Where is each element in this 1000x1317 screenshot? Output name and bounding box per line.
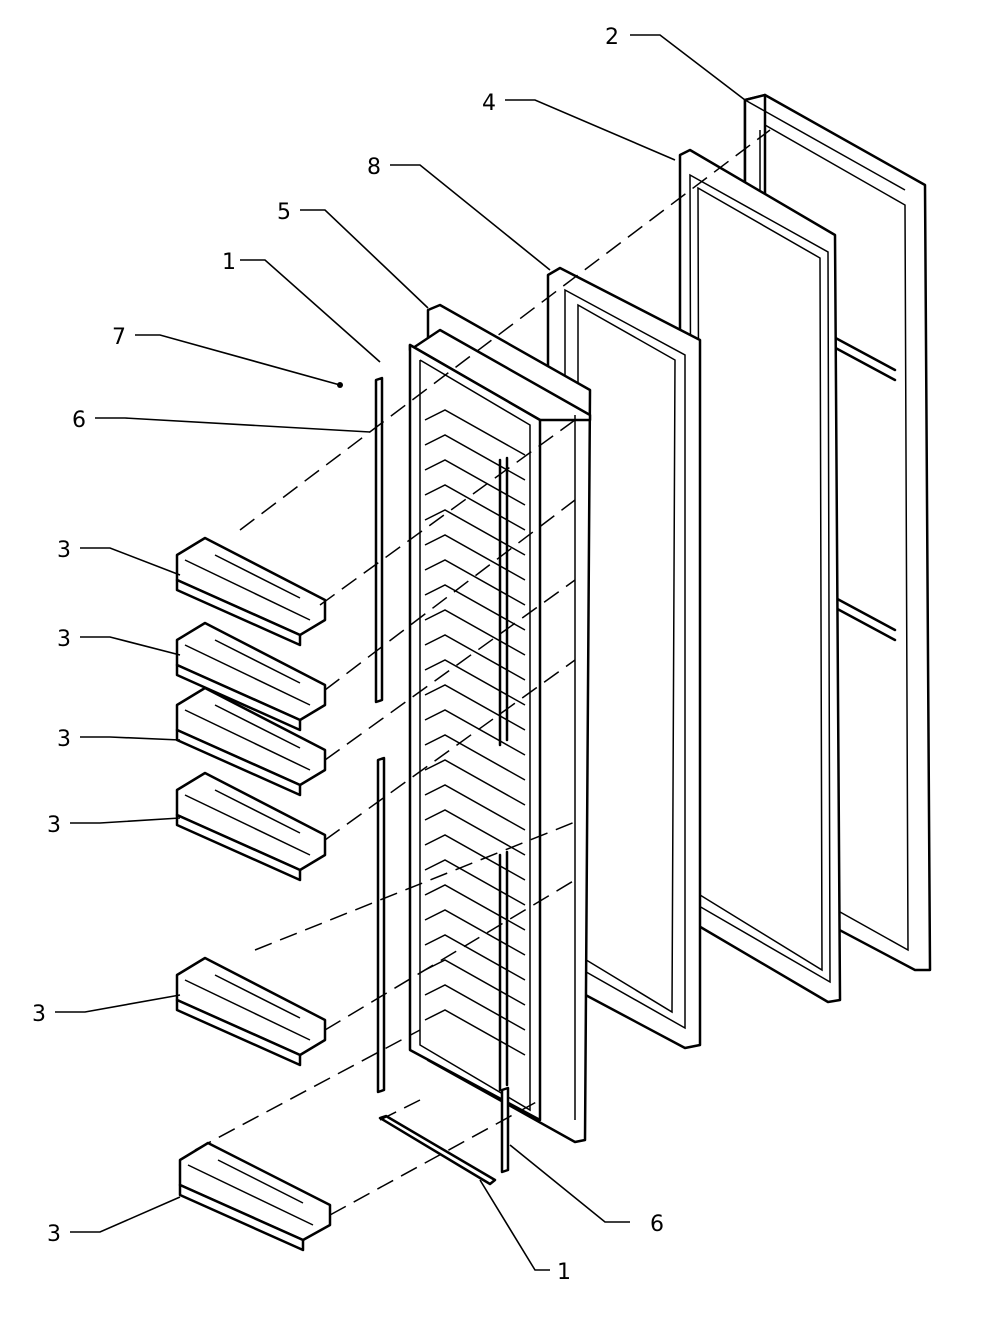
door-bin-4 [175, 771, 327, 882]
left-trim-strip-upper [374, 376, 384, 704]
door-bin-3 [175, 686, 327, 797]
callout-1-top: 1 [222, 250, 236, 275]
callout-5: 5 [277, 200, 291, 225]
callout-3-d: 3 [47, 813, 61, 838]
door-bin-5 [175, 956, 327, 1067]
callout-3-a: 3 [57, 538, 71, 563]
callout-4: 4 [482, 91, 496, 116]
callout-1-bottom: 1 [557, 1260, 571, 1285]
door-liner-main [408, 303, 592, 1144]
leader-lines [55, 34, 746, 1271]
bottom-trim-bar [378, 1114, 497, 1186]
callout-7: 7 [112, 325, 126, 350]
callout-3-b: 3 [57, 627, 71, 652]
callout-3-c: 3 [57, 727, 71, 752]
assembly-lines [194, 129, 771, 1216]
door-bin-1 [175, 536, 327, 647]
left-trim-strip-lower [376, 756, 386, 1094]
door-bin-6 [178, 1141, 332, 1252]
shelf-rib-series [424, 409, 526, 1056]
door-gasket [678, 148, 842, 1004]
callout-labels: 2 4 8 5 1 7 6 3 3 3 3 3 3 6 1 [32, 25, 664, 1285]
callout-6-top: 6 [72, 408, 86, 433]
callout-3-e: 3 [32, 1002, 46, 1027]
callout-3-f: 3 [47, 1222, 61, 1247]
callout-6-bottom: 6 [650, 1212, 664, 1237]
callout-2: 2 [605, 25, 619, 50]
door-bin-2 [175, 621, 327, 732]
callout-8: 8 [367, 155, 381, 180]
right-trim-strip-lower [500, 1086, 510, 1174]
